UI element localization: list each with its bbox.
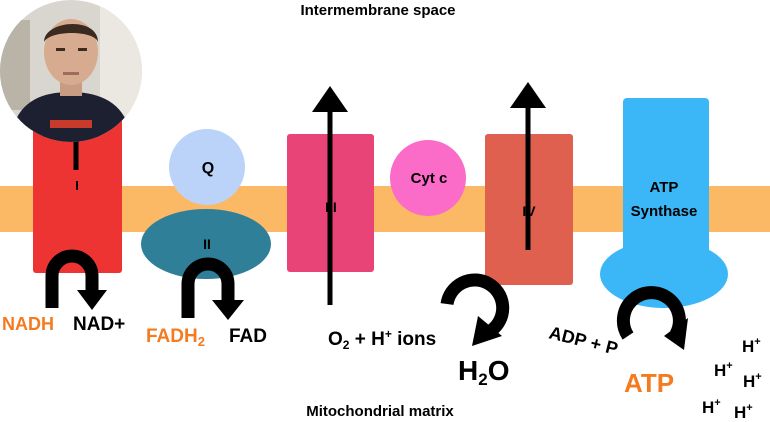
mitochondrial-matrix-label: Mitochondrial matrix [306, 403, 454, 420]
curved-arrow-fadh2 [181, 257, 244, 320]
atp-synthase-label-2: Synthase [631, 203, 698, 220]
q-label: Q [202, 160, 214, 177]
atp-synthase-stalk [623, 98, 709, 258]
proton-pump-arrowhead-iii [312, 86, 348, 112]
proton-label-4: H+ [702, 397, 721, 417]
cytochrome-c [390, 140, 466, 216]
water-label: H2O [458, 355, 509, 389]
complex-ii-label: II [203, 236, 211, 252]
proton-label-3: H+ [743, 371, 762, 391]
adp-p-label: ADP + P [547, 322, 620, 358]
atp-synthase-label-1: ATP [650, 179, 679, 196]
atp-synthase-head [600, 240, 728, 308]
curved-arrow-oxygen [440, 273, 510, 346]
complex-i [33, 118, 122, 273]
intermembrane-space-label: Intermembrane space [300, 2, 455, 19]
proton-label-2: H+ [714, 360, 733, 380]
fad-label: FAD [229, 326, 267, 347]
complex-i-label: I [75, 178, 79, 193]
presenter-avatar [0, 0, 142, 142]
proton-label-1: H+ [742, 336, 761, 356]
fadh2-label: FADH2 [146, 326, 205, 349]
nad-label: NAD+ [73, 314, 125, 335]
atp-product-label: ATP [624, 368, 674, 398]
proton-label-5: H+ [734, 402, 753, 422]
curved-arrow-nadh [45, 249, 107, 310]
cyt-c-label: Cyt c [411, 170, 448, 187]
curved-arrow-adp [616, 286, 688, 350]
ubiquinone-q [169, 129, 245, 205]
proton-pump-arrowhead-iv [510, 82, 546, 108]
nadh-label: NADH [2, 314, 54, 334]
oxygen-protons-label: O2 + H+ ions [328, 327, 436, 352]
complex-ii [141, 209, 271, 279]
